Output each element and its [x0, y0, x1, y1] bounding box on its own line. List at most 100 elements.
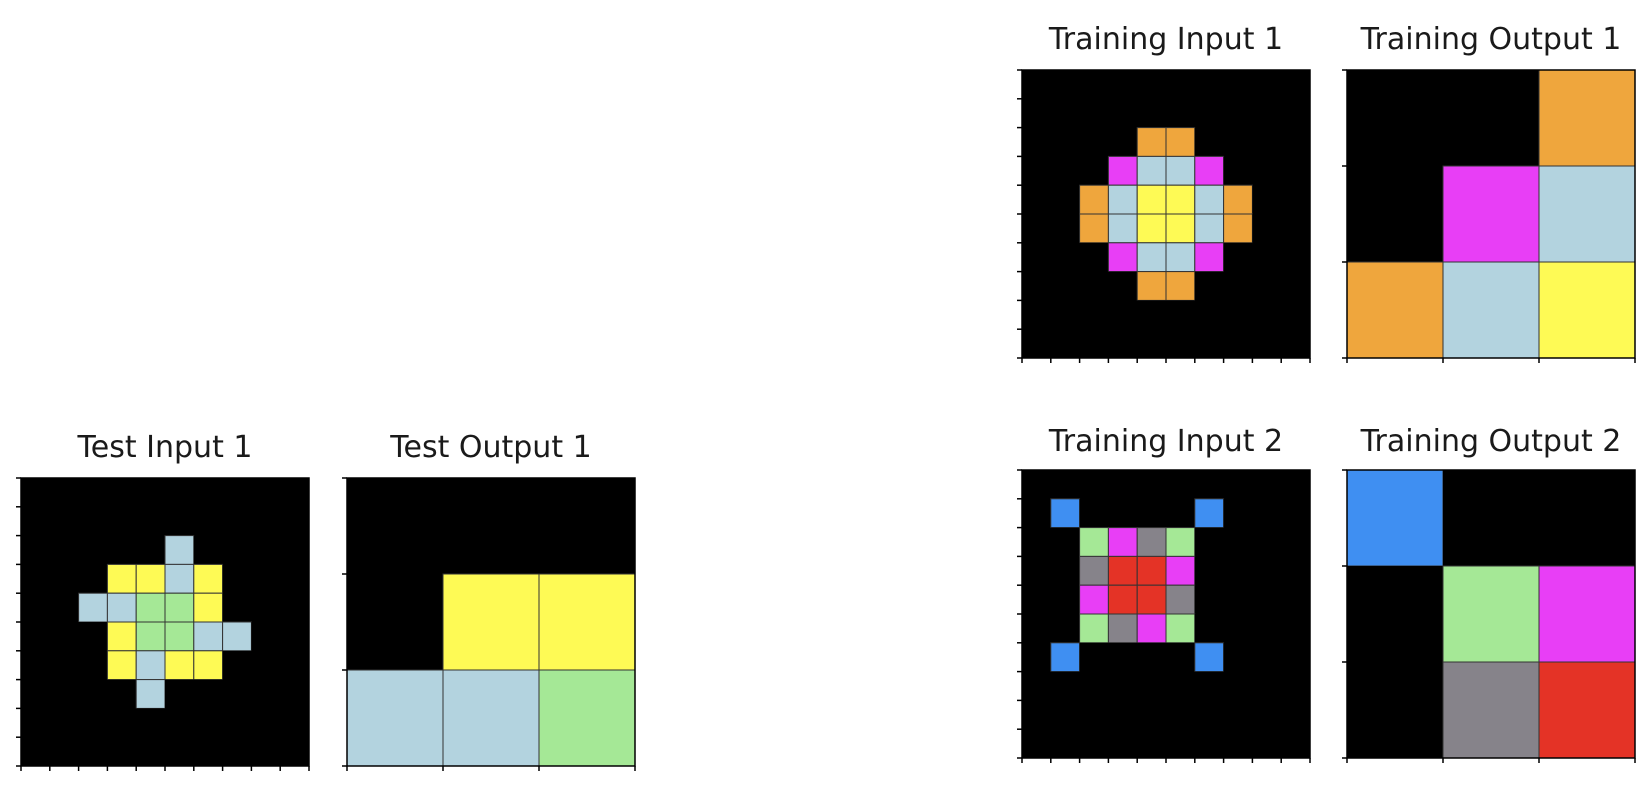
grid-cell: [1137, 300, 1166, 330]
grid-cell: [1252, 671, 1282, 701]
grid-cell: [1223, 300, 1253, 330]
grid-cell: [222, 564, 252, 594]
grid-cell: [1281, 156, 1310, 186]
grid-cell: [107, 679, 137, 709]
grid-cell: [1107, 527, 1138, 557]
grid-cell: [1079, 70, 1109, 99]
grid-cell: [21, 506, 50, 536]
grid-cell: [1281, 127, 1310, 157]
grid-cell: [538, 573, 636, 671]
grid-cell: [1194, 527, 1224, 557]
grid-cell: [1050, 127, 1080, 157]
grid-cell: [107, 708, 137, 738]
training-output-2-panel: Training Output 2: [1342, 418, 1636, 763]
grid-cell: [164, 650, 195, 681]
grid-cell: [280, 622, 309, 651]
grid-cell: [1050, 585, 1080, 614]
grid-cell: [1079, 613, 1109, 644]
grid-cell: [1108, 700, 1138, 730]
grid-cell: [280, 708, 309, 738]
grid-cell: [1281, 700, 1310, 730]
grid-cell: [1252, 556, 1282, 586]
grid-cell: [280, 506, 309, 536]
grid-cell: [1022, 271, 1051, 301]
grid-cell: [1022, 185, 1051, 214]
grid-cell: [21, 478, 50, 507]
grid-cell: [280, 679, 309, 709]
training-output-1-panel: Training Output 1: [1342, 18, 1636, 363]
grid-cell: [1194, 498, 1225, 529]
grid-cell: [1194, 329, 1224, 358]
grid-cell: [49, 535, 79, 565]
grid-cell: [78, 564, 108, 594]
grid-cell: [1079, 555, 1109, 586]
grid-cell: [1223, 70, 1253, 99]
grid-cell: [1137, 671, 1166, 701]
grid-cell: [1538, 261, 1636, 359]
grid-cell: [1252, 98, 1282, 128]
grid-cell: [49, 478, 79, 507]
grid-cell: [1223, 213, 1253, 244]
grid-cell: [135, 621, 166, 652]
grid-cell: [1223, 329, 1253, 358]
grid-cell: [49, 708, 79, 738]
grid-cell: [1442, 661, 1540, 759]
grid-cell: [251, 679, 281, 709]
grid-cell: [78, 478, 108, 507]
grid-cell: [1050, 527, 1080, 557]
grid-cell: [1252, 242, 1282, 272]
grid-cell: [165, 737, 194, 766]
grid-cell: [78, 506, 108, 536]
grid-cell: [1194, 155, 1225, 186]
grid-frame: [1021, 69, 1311, 359]
grid-cell: [1022, 98, 1051, 128]
grid-cell: [164, 621, 195, 652]
grid-cell: [1194, 70, 1224, 99]
grid-cell: [1137, 700, 1166, 730]
grid-cell: [280, 737, 309, 766]
grid-cell: [193, 679, 223, 709]
grid-cell: [1443, 70, 1539, 166]
grid-cell: [222, 650, 252, 680]
grid-cell: [1136, 242, 1167, 273]
grid-cell: [251, 478, 281, 507]
grid-cell: [107, 737, 137, 766]
grid-cell: [78, 535, 108, 565]
grid-cell: [1108, 70, 1138, 99]
grid-cell: [1022, 329, 1051, 358]
grid-cell: [347, 574, 443, 670]
grid-cell: [1194, 242, 1225, 273]
grid-cell: [1050, 498, 1081, 529]
grid-cell: [136, 737, 165, 766]
grid-cell: [1137, 329, 1166, 358]
grid-cell: [1050, 642, 1081, 673]
grid-cell: [1079, 242, 1109, 272]
grid-cell: [251, 622, 281, 651]
grid-cell: [1281, 556, 1310, 586]
training-output-1-title: Training Output 1: [1360, 22, 1622, 57]
grid-cell: [1136, 184, 1167, 215]
grid-cell: [1252, 329, 1282, 358]
grid-cell: [1022, 556, 1051, 586]
grid-cell: [443, 478, 539, 574]
grid-cell: [1223, 156, 1253, 186]
grid-cell: [1165, 527, 1196, 557]
grid-cell: [1223, 127, 1253, 157]
grid-cell: [165, 506, 194, 536]
grid-cell: [193, 737, 223, 766]
grid-cell: [1136, 127, 1167, 157]
grid-cell: [1165, 271, 1196, 301]
grid-cell: [1194, 98, 1224, 128]
grid-cell: [1050, 329, 1080, 358]
grid-cell: [21, 622, 50, 651]
test-output-1-grid: [342, 477, 636, 771]
training-input-2-panel: Training Input 2: [1017, 418, 1311, 763]
grid-cell: [1347, 662, 1443, 758]
grid-cell: [49, 737, 79, 766]
grid-cell: [1108, 498, 1138, 528]
grid-cell: [1347, 166, 1443, 262]
grid-cell: [1223, 527, 1253, 557]
grid-cell: [1194, 671, 1224, 701]
grid-cell: [21, 708, 50, 738]
test-output-1-panel: Test Output 1: [342, 426, 636, 771]
